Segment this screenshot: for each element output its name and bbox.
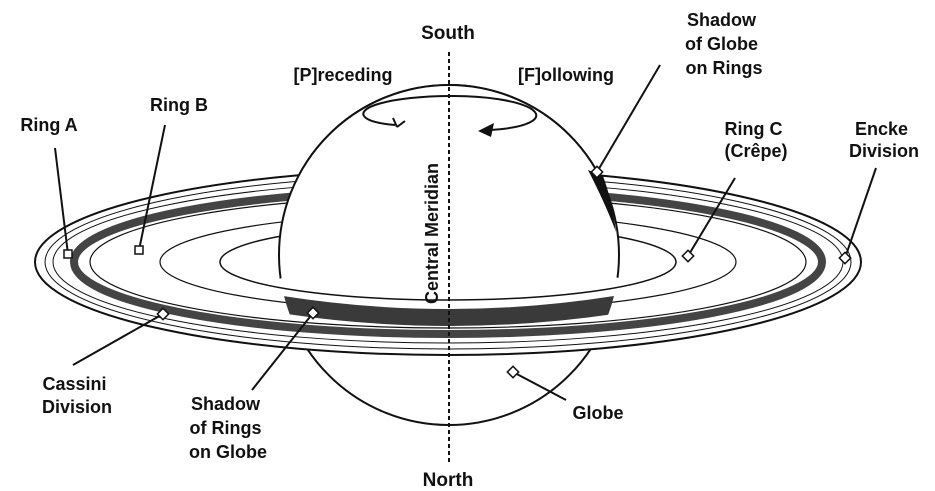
preceding-label: [P]receding — [293, 65, 392, 85]
central-meridian-label: Central Meridian — [422, 163, 442, 304]
cassini-division-label: Cassini Division — [42, 374, 112, 417]
ring-a-label: Ring A — [20, 115, 77, 135]
globe-label: Globe — [572, 403, 623, 423]
south-label: South — [421, 23, 475, 44]
following-label: [F]ollowing — [518, 65, 614, 85]
ring-b-label: Ring B — [150, 95, 208, 115]
encke-division-label: Encke Division — [849, 119, 919, 161]
shadow-of-rings-on-globe-label: Shadow of Rings on Globe — [189, 394, 267, 462]
shadow-of-globe-on-rings-label: Shadow of Globe on Rings — [685, 10, 763, 78]
ring-c-label: Ring C (Crêpe) — [724, 119, 787, 161]
north-label: North — [423, 470, 474, 491]
